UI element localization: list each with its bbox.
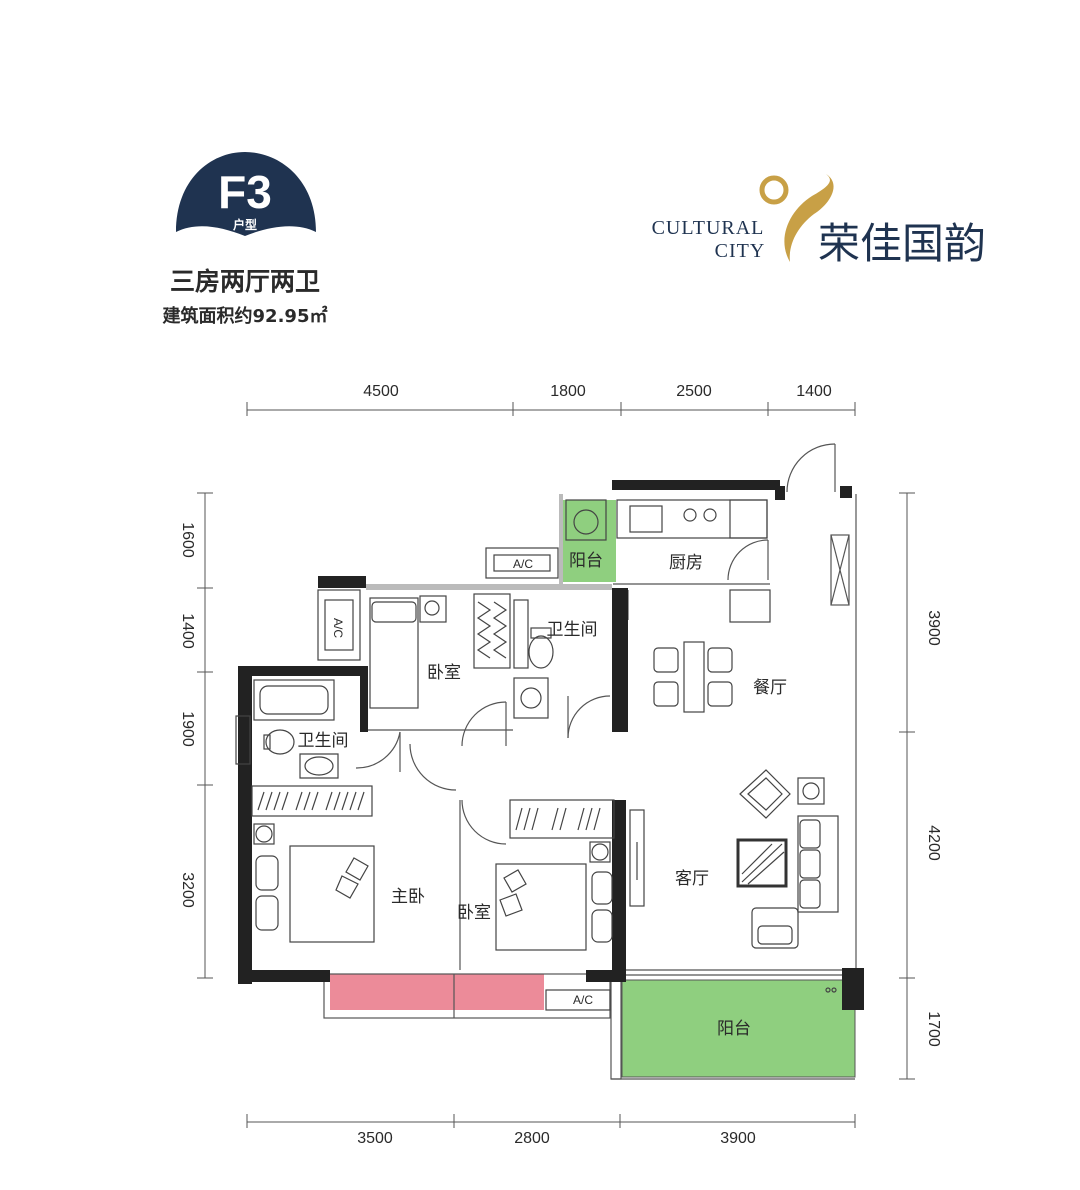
layout-title: 三房两厅两卫 [170,267,320,296]
armchair-top [739,769,791,819]
washing-machine-icon [565,499,607,541]
unit-code: F3 [218,166,272,218]
sink-icon [629,505,663,533]
ac-unit-left [317,589,361,661]
dining-table [683,641,705,713]
dim-bottom-2: 2800 [514,1130,550,1147]
dim-left-3: 1900 [179,711,196,747]
doors [355,539,769,845]
balcony-big-area [621,979,856,1078]
ac-unit-bottom [545,989,611,1011]
room-bath-center: 卫生间 [547,620,598,640]
dim-right-1: 3900 [925,610,942,646]
dim-bottom-3: 3900 [720,1130,756,1147]
ac-label-top: A/C [513,557,533,571]
unit-type-label: 户型 [233,217,257,232]
side-table [797,777,825,805]
room-bath-left: 卫生间 [298,731,349,751]
toilet-icon [528,635,554,669]
room-bedroom-center: 卧室 [457,903,491,923]
room-kitchen: 厨房 [669,553,703,573]
dim-left-2: 1400 [179,613,196,649]
walls [238,480,864,1010]
master-bed [289,845,375,943]
brand-en-line1: CULTURAL [652,217,765,239]
wardrobe-master [251,785,373,817]
dimension-lines [197,402,915,1128]
dim-bottom-1: 3500 [357,1130,393,1147]
armchair-bottom [751,907,799,949]
dim-left-1: 1600 [179,522,196,558]
stove-icon [683,508,697,522]
dim-right-2: 4200 [925,825,942,861]
ac-label-bottom: A/C [573,993,593,1007]
dim-top-3: 2500 [676,383,712,400]
room-living: 客厅 [675,869,709,889]
brand-cn-name: 荣佳国韵 [818,219,986,268]
bay-window-pink [330,974,544,1010]
room-balcony-big: 阳台 [717,1019,751,1039]
furniture [235,499,839,1011]
brand-en-line2: CITY [715,240,766,262]
bedside-lamp-icon [424,600,440,616]
bed-center [495,863,587,951]
washbasin-icon [513,677,549,719]
washbasin-left-icon [299,753,339,779]
dim-top-1: 4500 [363,383,399,400]
ac-label-left: A/C [331,618,345,638]
sofa [797,815,839,913]
room-bedroom-top: 卧室 [427,663,461,683]
dim-right-3: 1700 [925,1011,942,1047]
room-master: 主卧 [391,887,425,907]
toilet-left-icon [265,729,295,755]
brand-logo: CULTURAL CITY 荣佳国韵 [652,174,986,268]
brand-swirl-icon [784,174,834,262]
room-dining: 餐厅 [753,678,787,698]
dim-left-4: 3200 [179,872,196,908]
wardrobe-center [509,799,615,839]
wardrobe-top [473,593,511,669]
bathtub-icon [253,679,335,721]
unit-type-badge: F3 户型 [176,152,316,236]
room-balcony-small: 阳台 [569,551,603,571]
bed-top [369,597,419,709]
ac-unit-top [485,547,559,579]
dim-top-2: 1800 [550,383,586,400]
area-text: 建筑面积约92.95㎡ [163,305,328,327]
dim-top-4: 1400 [796,383,832,400]
